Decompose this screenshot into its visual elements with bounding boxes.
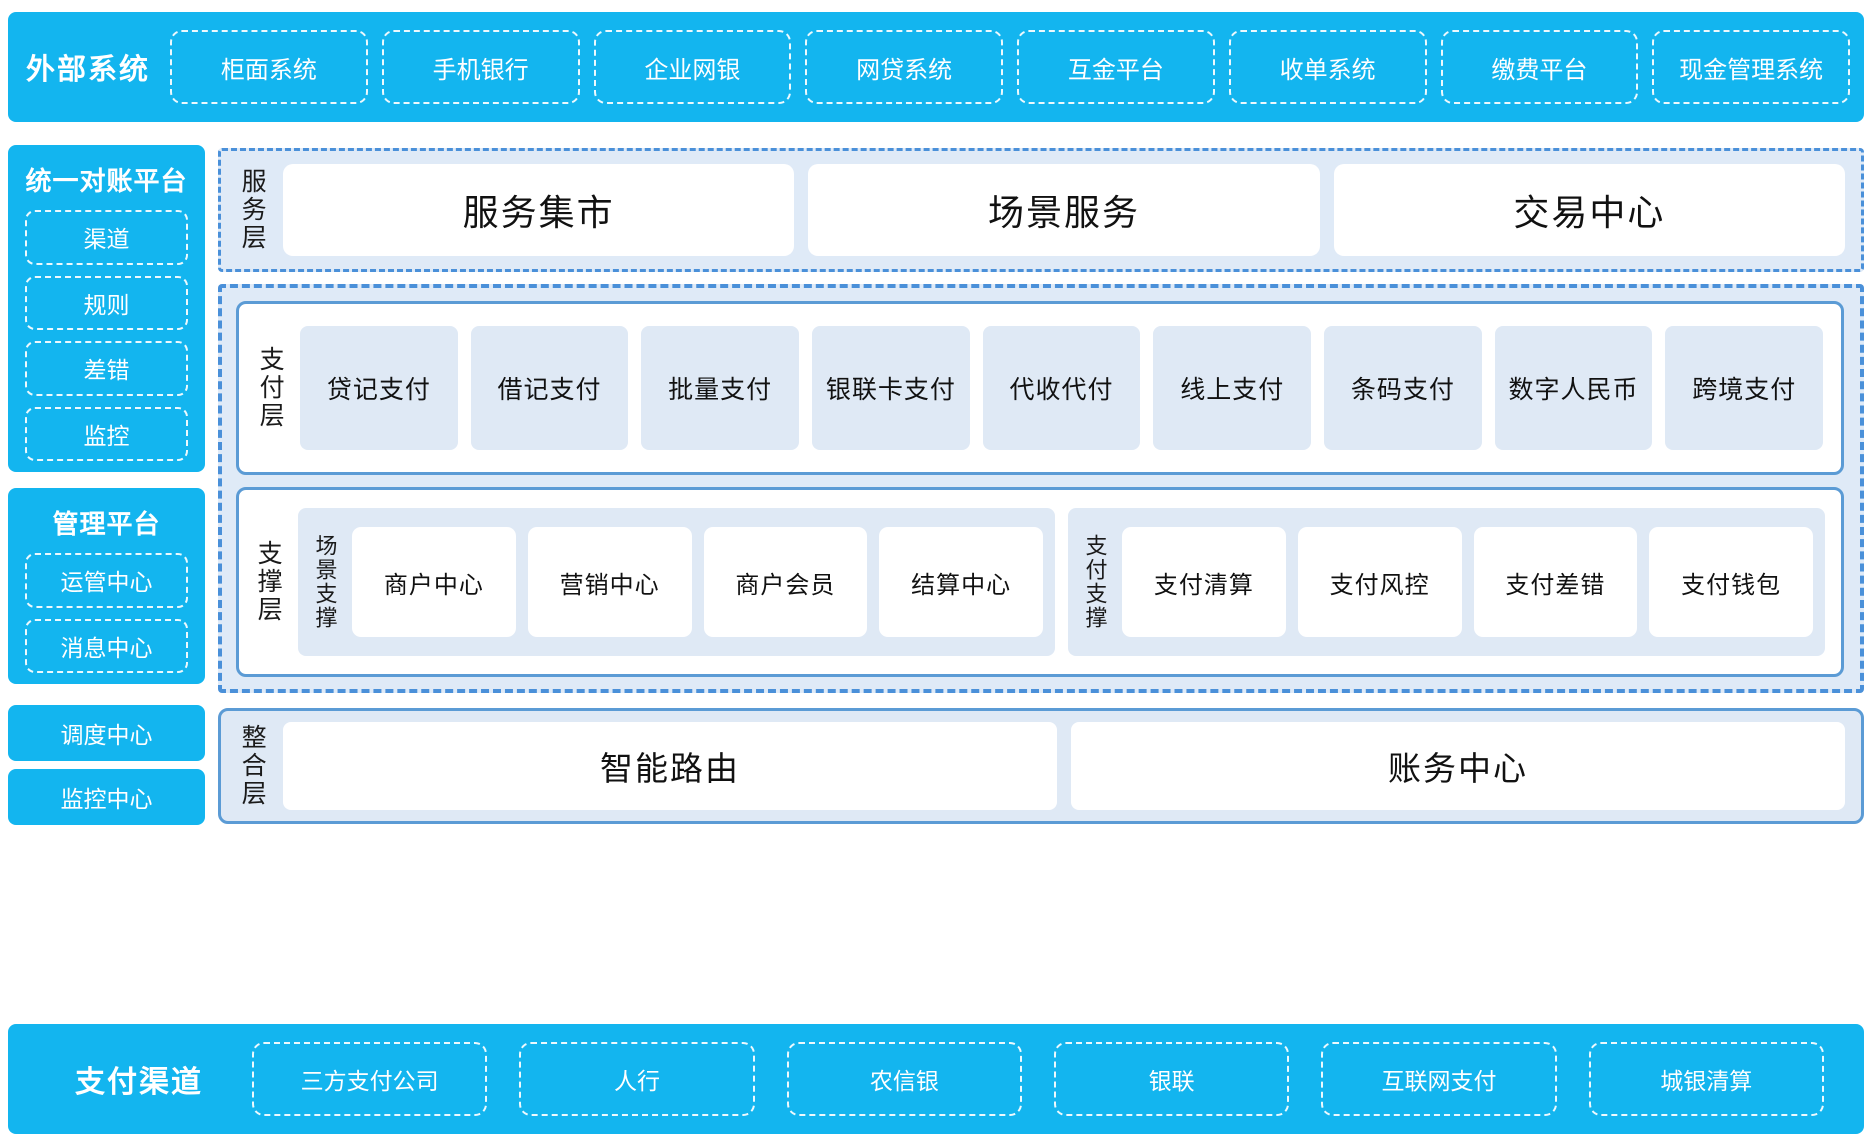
external-system-chip-internet-finance[interactable]: 互金平台 xyxy=(1017,30,1215,104)
payment-card-debit-payment[interactable]: 借记支付 xyxy=(470,326,629,450)
service-card-service-market[interactable]: 服务集市 xyxy=(283,164,795,256)
payment-channel-chip-internet-payment[interactable]: 互联网支付 xyxy=(1321,1042,1557,1116)
payment-channel-chip-unionpay[interactable]: 银联 xyxy=(1053,1042,1290,1116)
payment-channels-title: 支付渠道 xyxy=(75,1066,203,1099)
payment-channel-chip-third-party[interactable]: 三方支付公司 xyxy=(252,1042,488,1116)
external-system-chip-counter[interactable]: 柜面系统 xyxy=(170,30,368,104)
external-system-chip-cash-management[interactable]: 现金管理系统 xyxy=(1652,30,1850,104)
payment-channel-chip-rcc[interactable]: 农信银 xyxy=(786,1042,1022,1116)
payment-card-digital-rmb[interactable]: 数字人民币 xyxy=(1494,326,1653,450)
payment-card-collection-payment[interactable]: 代收代付 xyxy=(982,326,1141,450)
sidebar-management-title: 管理平台 xyxy=(52,509,161,539)
support-subgroup-scenario-label: 场景支撑 xyxy=(312,534,338,630)
service-layer-label: 服务层 xyxy=(238,168,267,252)
external-system-chip-corporate-bank[interactable]: 企业网银 xyxy=(593,30,792,104)
payment-channel-chip-city-bank-clearing[interactable]: 城银清算 xyxy=(1588,1042,1824,1116)
sidebar-item-monitoring[interactable]: 监控 xyxy=(25,406,188,461)
sidebar-item-message-center[interactable]: 消息中心 xyxy=(25,618,188,673)
external-system-chip-mobile-bank[interactable]: 手机银行 xyxy=(381,30,580,104)
payment-channel-chip-pboc[interactable]: 人行 xyxy=(519,1042,755,1116)
payment-channels-bar: 支付渠道 三方支付公司 人行 农信银 银联 互联网支付 城银清算 xyxy=(8,1024,1864,1134)
integration-card-smart-routing[interactable]: 智能路由 xyxy=(283,722,1057,810)
sidebar-item-discrepancy[interactable]: 差错 xyxy=(25,341,188,396)
sidebar-item-rules[interactable]: 规则 xyxy=(25,275,188,330)
integration-layer-panel: 整合层 智能路由 账务中心 xyxy=(218,708,1864,824)
support-subgroup-payment: 支付支撑 支付清算 支付风控 支付差错 支付钱包 xyxy=(1068,508,1825,656)
support-layer-panel: 支撑层 场景支撑 商户中心 营销中心 商户会员 结算中心 支付支撑 支付清算 支… xyxy=(236,487,1844,677)
core-platform-group: 支付层 贷记支付 借记支付 批量支付 银联卡支付 代收代付 线上支付 条码支付 … xyxy=(218,284,1864,693)
payment-card-online-payment[interactable]: 线上支付 xyxy=(1153,326,1312,450)
external-systems-bar: 外部系统 柜面系统 手机银行 企业网银 网贷系统 互金平台 收单系统 缴费平台 … xyxy=(8,12,1864,122)
payment-layer-panel: 支付层 贷记支付 借记支付 批量支付 银联卡支付 代收代付 线上支付 条码支付 … xyxy=(236,301,1844,475)
support-layer-label: 支撑层 xyxy=(254,540,283,624)
service-layer-group: 服务层 服务集市 场景服务 交易中心 xyxy=(218,148,1864,272)
support-card-payment-wallet[interactable]: 支付钱包 xyxy=(1649,527,1813,637)
external-systems-title: 外部系统 xyxy=(25,54,150,86)
payment-channels-chip-list: 三方支付公司 人行 农信银 银联 互联网支付 城银清算 xyxy=(252,1042,1824,1116)
integration-card-accounting-center[interactable]: 账务中心 xyxy=(1071,722,1845,810)
payment-card-cross-border[interactable]: 跨境支付 xyxy=(1665,326,1824,450)
external-system-chip-payment-platform[interactable]: 缴费平台 xyxy=(1440,30,1639,104)
sidebar-reconciliation-title: 统一对账平台 xyxy=(25,166,188,196)
external-system-chip-acquiring[interactable]: 收单系统 xyxy=(1228,30,1427,104)
external-systems-chip-list: 柜面系统 手机银行 企业网银 网贷系统 互金平台 收单系统 缴费平台 现金管理系… xyxy=(170,30,1850,104)
support-subgroup-payment-label: 支付支撑 xyxy=(1082,534,1108,630)
integration-layer-row: 整合层 智能路由 账务中心 xyxy=(221,711,1861,821)
sidebar-item-monitor-center[interactable]: 监控中心 xyxy=(8,769,205,825)
payment-card-batch-payment[interactable]: 批量支付 xyxy=(641,326,800,450)
support-card-payment-discrepancy[interactable]: 支付差错 xyxy=(1473,527,1638,637)
support-card-marketing-center[interactable]: 营销中心 xyxy=(527,527,692,637)
payment-layer-label: 支付层 xyxy=(256,346,285,430)
support-layer-row: 支撑层 场景支撑 商户中心 营销中心 商户会员 结算中心 支付支撑 支付清算 支… xyxy=(239,490,1841,674)
service-card-scenario-service[interactable]: 场景服务 xyxy=(808,164,1320,256)
sidebar-block-management: 管理平台 运管中心 消息中心 xyxy=(8,488,205,684)
service-layer-row: 服务层 服务集市 场景服务 交易中心 xyxy=(221,151,1861,269)
payment-card-barcode-payment[interactable]: 条码支付 xyxy=(1324,326,1482,450)
support-card-payment-clearing[interactable]: 支付清算 xyxy=(1122,527,1286,637)
external-system-chip-online-loan[interactable]: 网贷系统 xyxy=(805,30,1003,104)
support-card-merchant-membership[interactable]: 商户会员 xyxy=(703,527,868,637)
support-card-merchant-center[interactable]: 商户中心 xyxy=(352,527,516,637)
service-card-transaction-center[interactable]: 交易中心 xyxy=(1333,164,1845,256)
support-subgroup-scenario: 场景支撑 商户中心 营销中心 商户会员 结算中心 xyxy=(298,508,1055,656)
payment-layer-row: 支付层 贷记支付 借记支付 批量支付 银联卡支付 代收代付 线上支付 条码支付 … xyxy=(239,304,1841,472)
payment-card-unionpay-card[interactable]: 银联卡支付 xyxy=(812,326,970,450)
support-card-payment-risk-control[interactable]: 支付风控 xyxy=(1297,527,1462,637)
support-card-settlement-center[interactable]: 结算中心 xyxy=(879,527,1043,637)
sidebar-item-channel[interactable]: 渠道 xyxy=(25,210,188,265)
integration-layer-label: 整合层 xyxy=(238,724,267,808)
sidebar-block-reconciliation: 统一对账平台 渠道 规则 差错 监控 xyxy=(8,145,205,472)
sidebar-item-operations-center[interactable]: 运管中心 xyxy=(25,553,188,608)
payment-card-credit-payment[interactable]: 贷记支付 xyxy=(300,326,458,450)
sidebar-item-dispatch-center[interactable]: 调度中心 xyxy=(8,705,205,761)
